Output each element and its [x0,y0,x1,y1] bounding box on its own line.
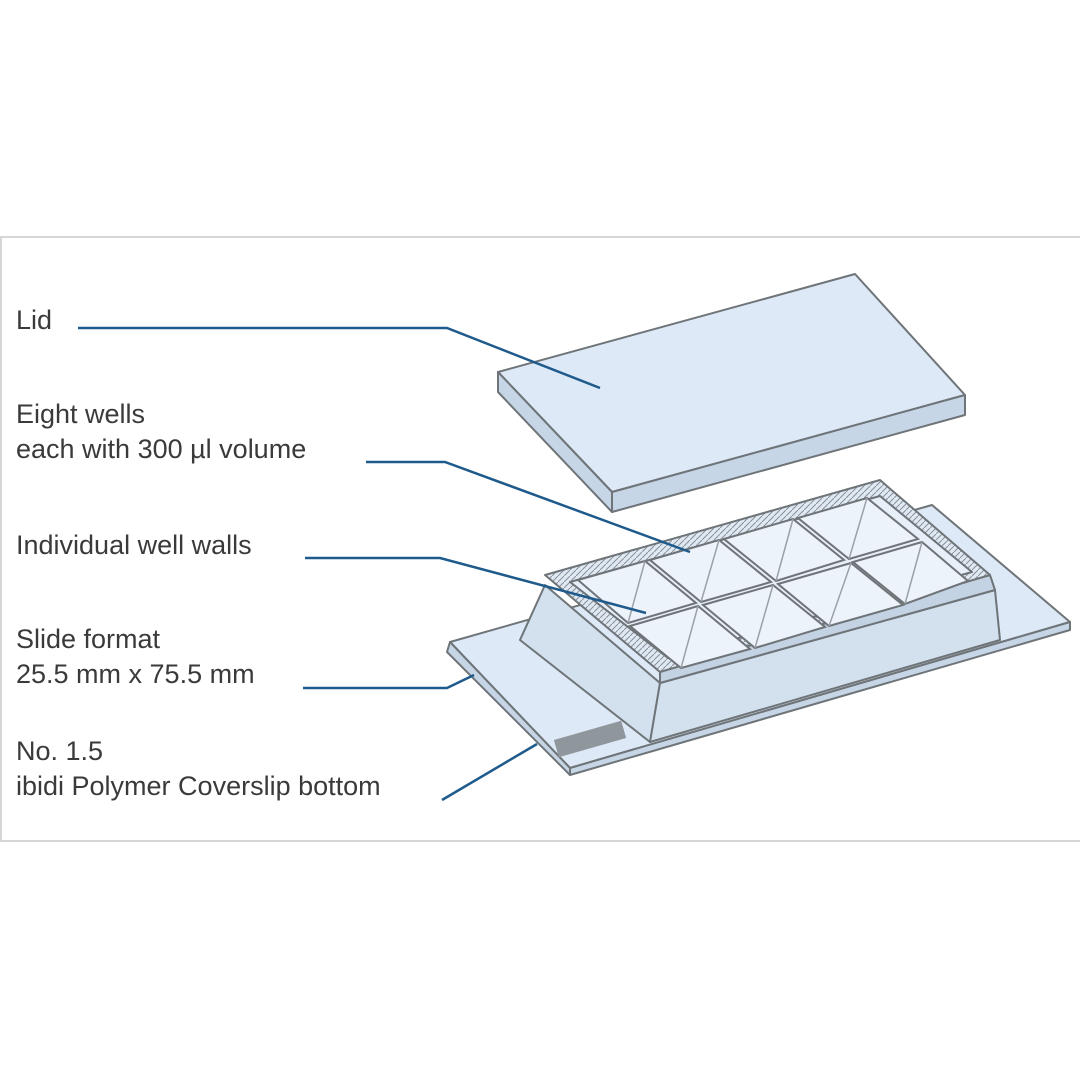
leader-lines [78,326,691,802]
diagram-frame [0,236,1080,842]
lid [497,273,966,513]
leader-coverslip [441,742,538,802]
label-lid: Lid [16,305,53,335]
label-well-walls: Individual well walls [16,530,252,560]
leader-wells [366,460,691,554]
ibidi-logo-mark [553,720,627,758]
leader-walls [305,556,647,615]
label-coverslip: No. 1.5 ibidi Polymer Coverslip bottom [16,736,381,801]
leader-lid [78,326,601,390]
label-eight-wells: Eight wells each with 300 µl volume [16,399,307,464]
well-8 [850,540,970,606]
leader-slide [303,673,475,690]
label-slide-format: Slide format 25.5 mm x 75.5 mm [16,624,255,689]
well-wall-edges [627,497,923,669]
